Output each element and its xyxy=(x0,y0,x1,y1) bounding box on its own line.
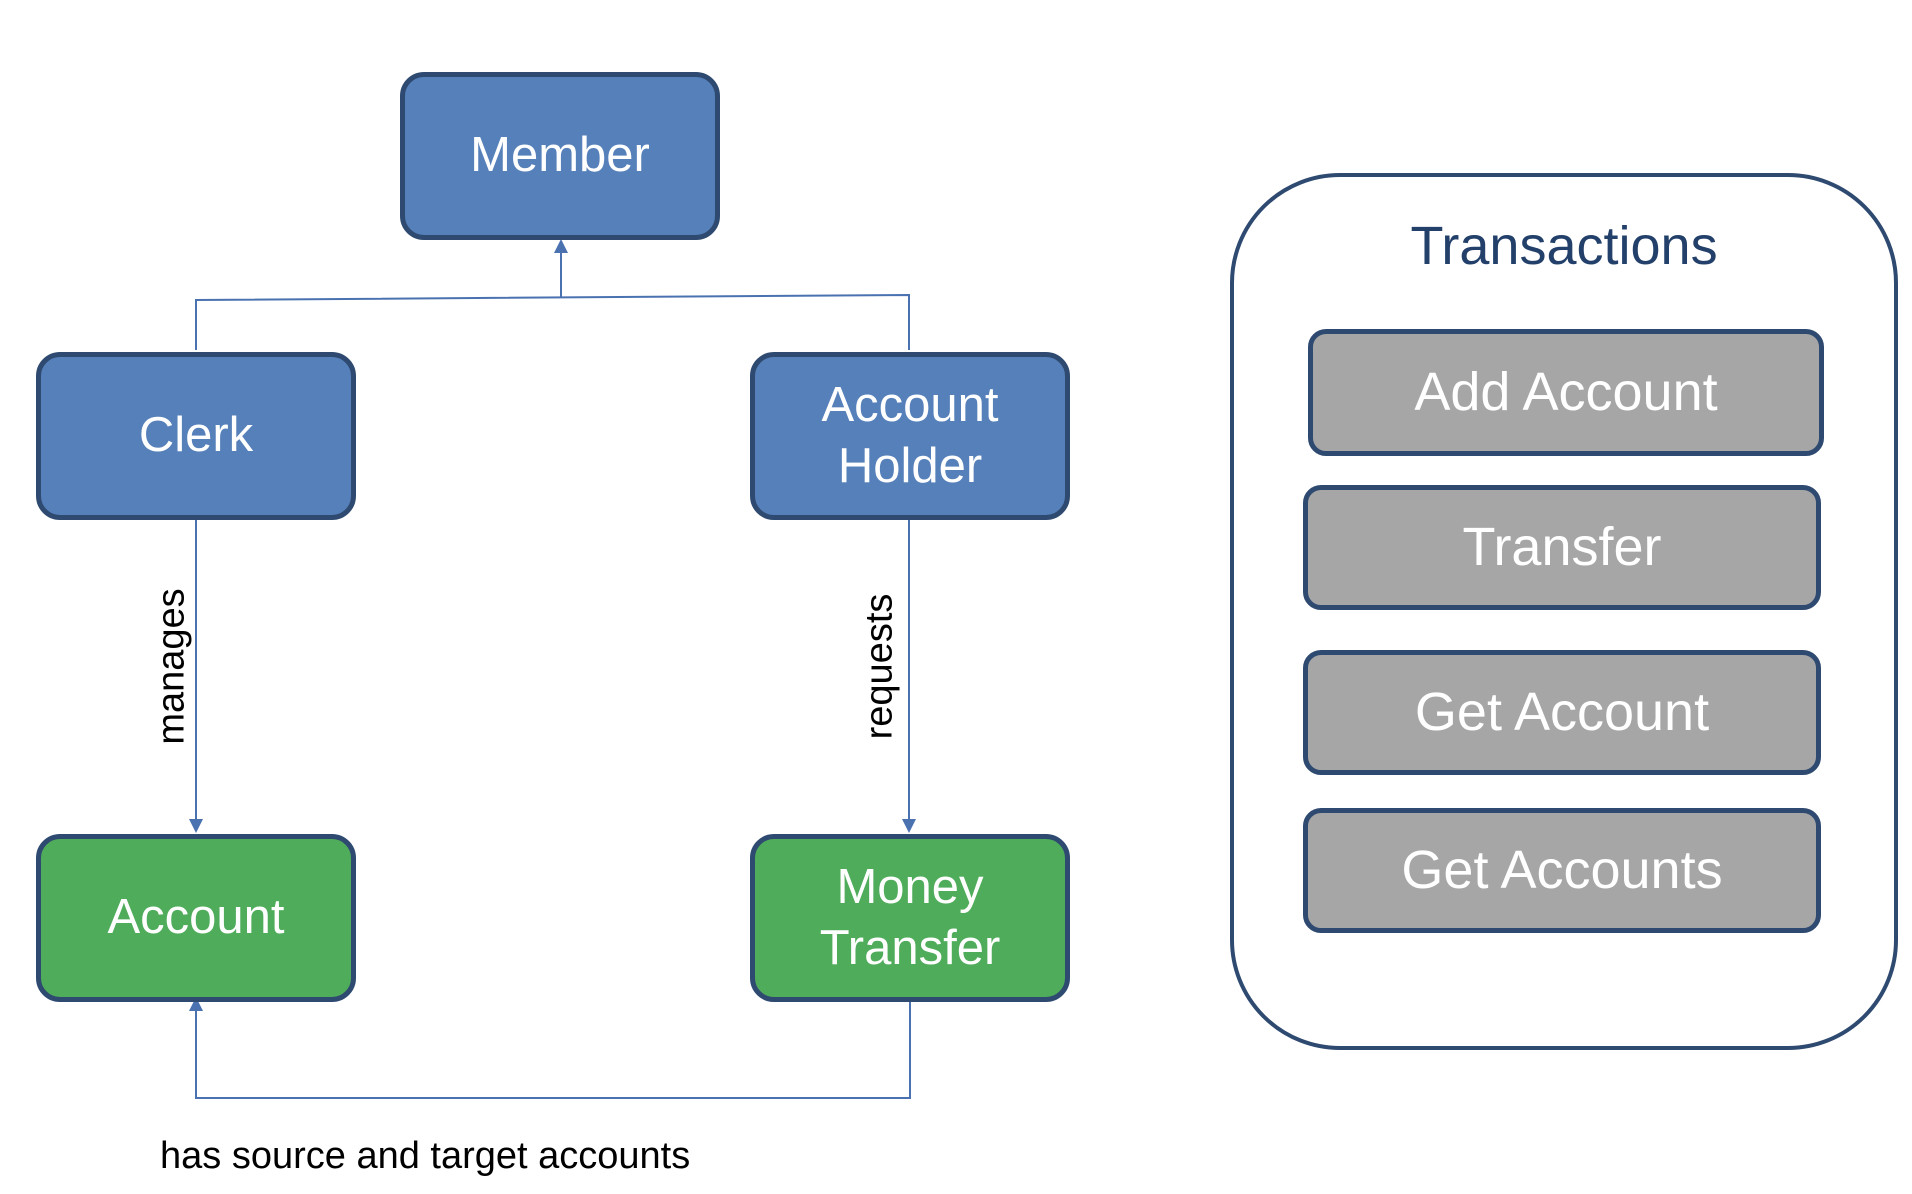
transfer-transaction: Transfer xyxy=(1303,485,1821,610)
get-accounts-transaction: Get Accounts xyxy=(1303,808,1821,933)
get-account-transaction: Get Account xyxy=(1303,650,1821,775)
add-account-transaction: Add Account xyxy=(1308,329,1824,456)
accounts-label: has source and target accounts xyxy=(160,1135,691,1177)
clerk-node: Clerk xyxy=(36,352,356,520)
generalization-connector xyxy=(195,293,910,350)
accounts-connector xyxy=(189,997,911,1099)
manages-label: manages xyxy=(150,588,193,745)
requests-label: requests xyxy=(858,593,901,740)
account-node: Account xyxy=(36,834,356,1002)
account-holder-node: Account Holder xyxy=(750,352,1070,520)
transactions-title: Transactions xyxy=(1410,216,1718,276)
member-node: Member xyxy=(400,72,720,240)
money-transfer-node: Money Transfer xyxy=(750,834,1070,1002)
